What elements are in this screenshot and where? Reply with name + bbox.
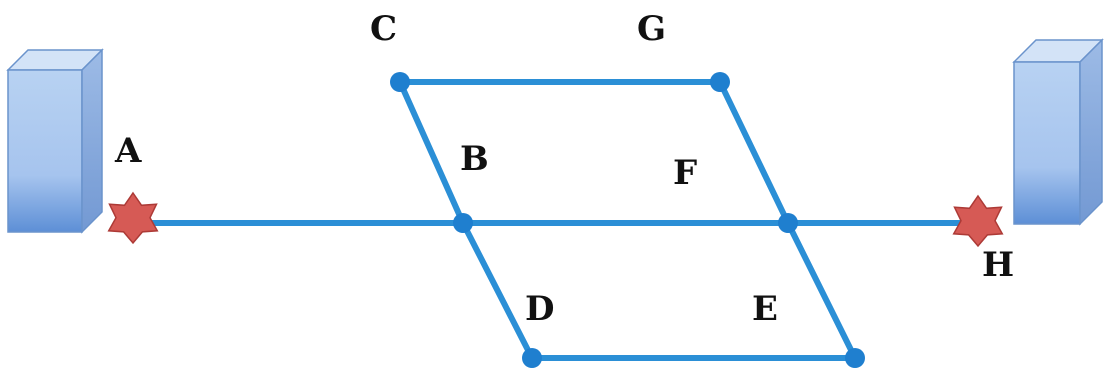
left-server-side (81, 48, 103, 234)
nodes (390, 72, 865, 368)
endpoint-A-star-icon (107, 191, 159, 245)
label-B: B (460, 139, 489, 179)
node-C (390, 72, 410, 92)
link-F-E (785, 220, 858, 361)
node-G (710, 72, 730, 92)
left-server-front (7, 69, 83, 233)
link-B-D (460, 220, 535, 361)
label-E: E (752, 289, 778, 329)
node-E (845, 348, 865, 368)
link-C-B (397, 79, 466, 226)
links (130, 79, 981, 361)
node-D (522, 348, 542, 368)
label-G: G (637, 9, 666, 49)
label-A: A (114, 131, 142, 171)
label-C: C (370, 9, 397, 49)
right-server-front (1013, 61, 1081, 225)
label-H: H (982, 245, 1014, 285)
left-server-icon (6, 48, 104, 234)
node-F (778, 213, 798, 233)
right-server-icon (1012, 38, 1104, 226)
link-G-F (717, 79, 791, 226)
right-server-side (1079, 38, 1103, 226)
label-D: D (525, 289, 554, 329)
label-F: F (673, 153, 697, 193)
node-B (453, 213, 473, 233)
endpoint-H-star-icon (952, 194, 1004, 248)
